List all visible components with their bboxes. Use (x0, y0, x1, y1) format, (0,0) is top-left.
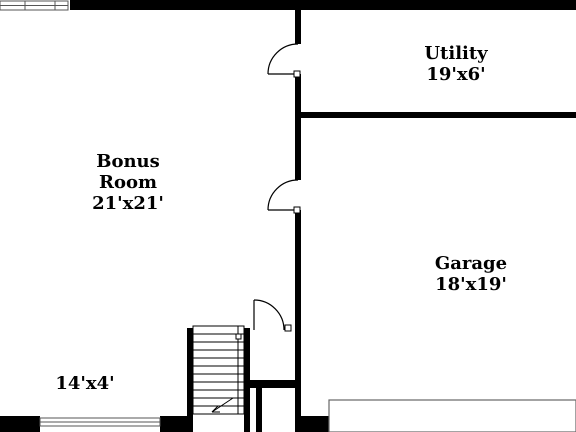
room-label-landing: 14'x4' (30, 373, 140, 394)
room-size-garage: 18'x19' (435, 274, 507, 295)
window-bottom (39, 417, 161, 427)
stair-walls (187, 328, 295, 432)
exterior-wall-bottom (0, 416, 329, 432)
room-label-garage: Garage 18'x19' (391, 253, 551, 295)
staircase (192, 325, 245, 415)
room-size-bonus: 21'x21' (92, 193, 164, 214)
exterior-wall-top (70, 0, 576, 10)
door-utility (267, 43, 301, 78)
room-size-landing: 14'x4' (55, 373, 115, 394)
window-top-left (0, 0, 69, 11)
room-name-bonus-line2: Room (98, 172, 158, 193)
utility-garage-wall (301, 112, 576, 118)
door-stair-landing (253, 299, 292, 332)
room-name-utility: Utility (424, 43, 488, 64)
room-name-garage: Garage (434, 253, 508, 274)
room-label-utility: Utility 19'x6' (376, 43, 536, 85)
door-garage (267, 179, 301, 214)
center-wall (295, 10, 301, 432)
room-label-bonus: Bonus Room 21'x21' (48, 151, 208, 214)
room-name-bonus-line1: Bonus (96, 151, 160, 172)
garage-door (328, 399, 576, 432)
room-size-utility: 19'x6' (426, 64, 486, 85)
